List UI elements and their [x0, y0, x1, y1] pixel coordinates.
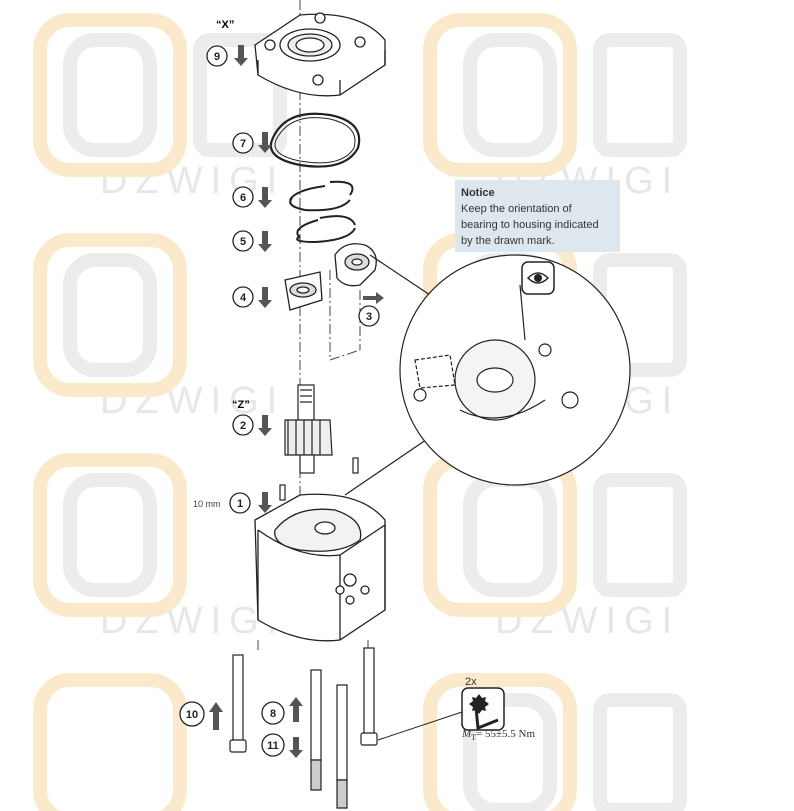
step-label: 4	[240, 292, 247, 304]
eye-icon	[521, 261, 555, 295]
step-label: 9	[214, 51, 220, 63]
notice-title: Notice	[461, 187, 495, 199]
pump-housing	[254, 493, 386, 642]
seal-ring	[269, 112, 361, 168]
hex-key-icon	[474, 707, 499, 731]
retaining-ring-5	[296, 215, 356, 244]
bolt-right	[360, 647, 378, 746]
leader-line	[377, 711, 463, 741]
dimension-label: 10 mm	[193, 499, 221, 509]
step-label: 10	[186, 709, 198, 721]
torque-symbol: M	[462, 728, 472, 740]
torque-value: = 55±5.5 Nm	[476, 728, 536, 740]
z-marker-label: “Z”	[232, 399, 250, 411]
step-circles	[179, 45, 380, 757]
bearing-block	[284, 243, 377, 311]
dowel-pins	[279, 457, 359, 501]
stud-8	[310, 669, 322, 791]
step-label: 11	[267, 740, 279, 752]
gear-shaft	[284, 384, 333, 474]
step-arrows	[209, 45, 384, 758]
notice-line: by the drawn mark.	[461, 235, 555, 247]
step-label: 8	[270, 708, 276, 720]
step-label: 7	[240, 138, 246, 150]
torque-subscript: T	[471, 733, 477, 743]
torx-icon	[461, 687, 505, 731]
step-label: 6	[240, 192, 246, 204]
step-label: 5	[240, 236, 246, 248]
notice-line: Keep the orientation of	[461, 203, 572, 215]
step-label: 3	[366, 311, 372, 323]
notice-line: bearing to housing indicated	[461, 219, 599, 231]
flange-cover	[254, 12, 386, 97]
x-marker-label: “X”	[216, 19, 234, 31]
retaining-ring-6	[289, 180, 354, 212]
step-numbers: 9 7 6 5 4 3 2 1 10 8 11	[186, 51, 372, 752]
tool-count: 2x	[465, 676, 477, 688]
torque-spec: MT= 55±5.5 Nm	[462, 728, 535, 742]
notice-box: Notice Keep the orientation of bearing t…	[455, 180, 620, 252]
step-label: 1	[237, 498, 243, 510]
stud-11	[336, 684, 348, 809]
detail-magnifier	[344, 254, 631, 496]
bolt-10	[229, 654, 247, 753]
step-label: 2	[240, 420, 246, 432]
